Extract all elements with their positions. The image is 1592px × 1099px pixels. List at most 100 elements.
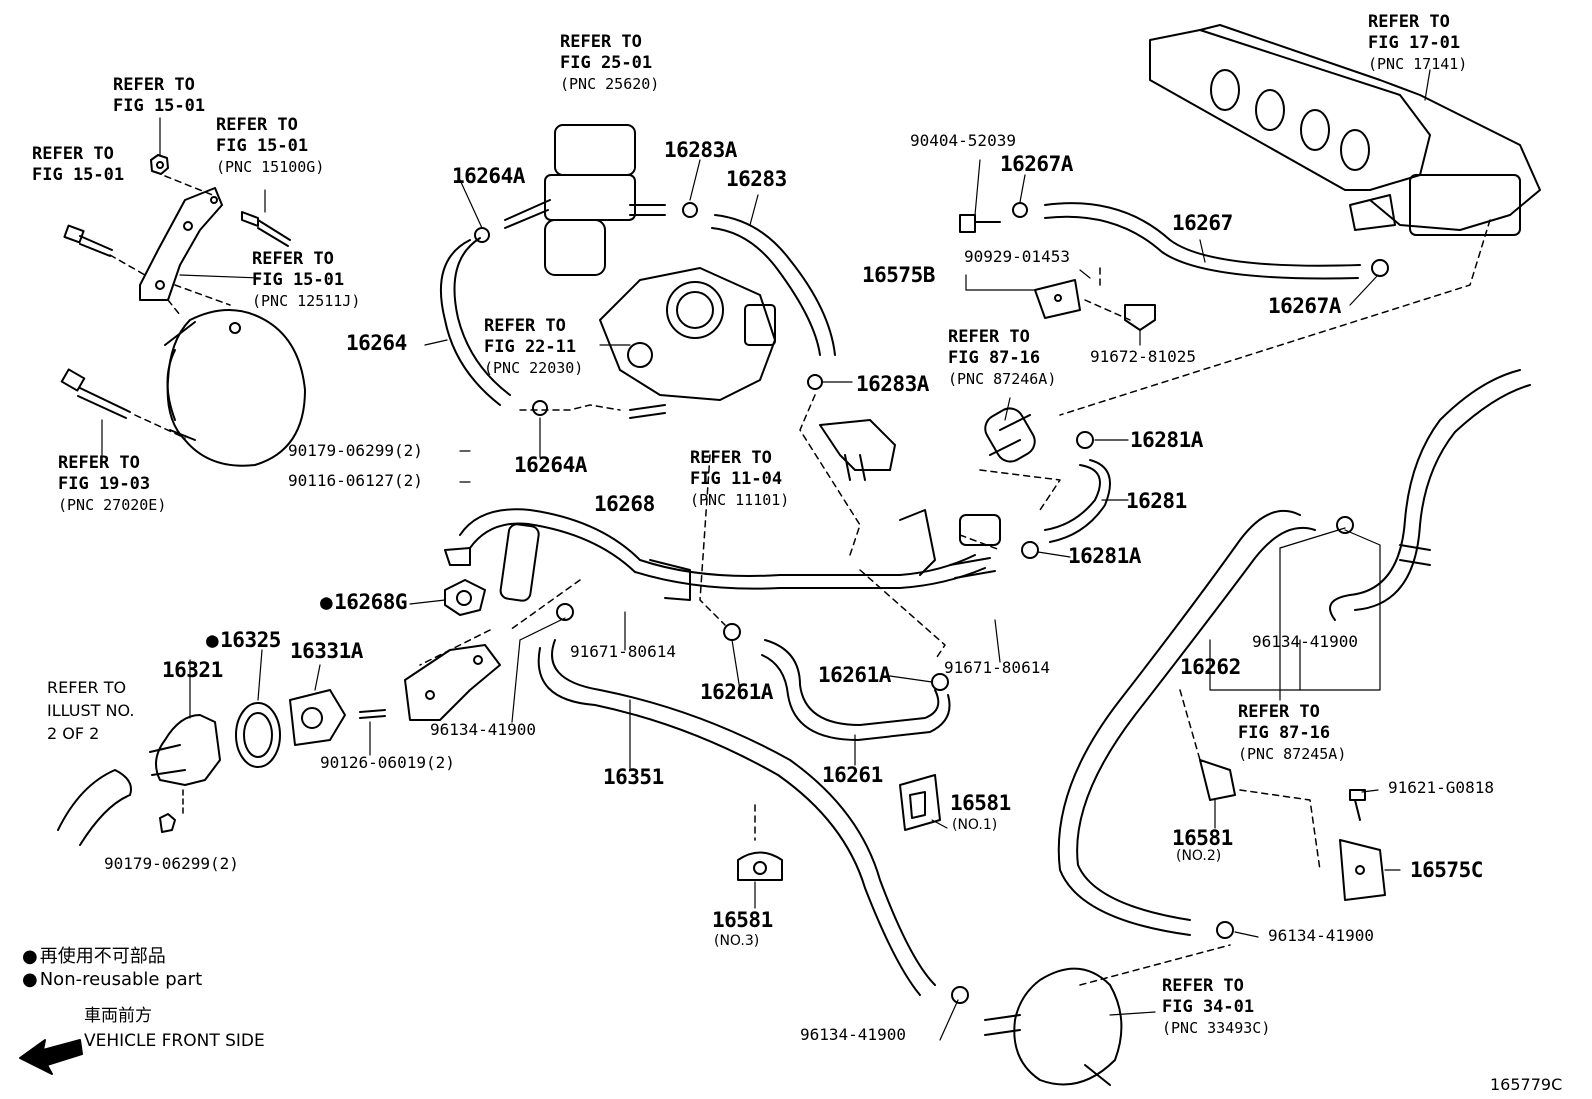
clip-16581-no2: [1199, 759, 1236, 801]
leader-dashed-isc: [519, 404, 621, 411]
ref-fig-19-03: REFER TO FIG 19-03 (PNC 27020E): [58, 453, 166, 516]
part-16261A: 16261A: [700, 680, 773, 704]
isc-valve: [504, 124, 666, 276]
bracket-16575B: [1034, 279, 1081, 319]
part-96134-41900: 96134-41900: [430, 720, 536, 739]
part-90179-06299: 90179-06299(2): [288, 441, 423, 460]
ref-line: REFER TO: [47, 678, 127, 697]
part-16581-no3: 16581: [712, 908, 773, 932]
leader-dashed-housing: [419, 579, 581, 666]
part-16283: 16283: [726, 167, 787, 191]
part-16264A: 16264A: [514, 453, 587, 477]
hose-16351: [551, 639, 936, 986]
ref-pnc: (PNC 87246A): [948, 370, 1057, 388]
part-96134-41900: 96134-41900: [800, 1025, 906, 1044]
ref-pnc: (PNC 17141): [1368, 55, 1468, 73]
legend-non-reusable-en: Non-reusable part: [22, 971, 202, 989]
part-16268: 16268: [594, 492, 655, 516]
hose-16281: [1044, 464, 1101, 531]
ref-line: REFER TO: [32, 144, 114, 164]
hose-far-right: [1329, 369, 1521, 621]
ref-fig-25-01: REFER TO FIG 25-01 (PNC 25620): [560, 32, 659, 95]
ref-line: FIG 87-16: [1238, 723, 1331, 743]
stud-bolt: [241, 211, 291, 247]
part-16581-no1-sub: (NO.1): [952, 817, 998, 833]
ref-pnc: (PNC 27020E): [58, 496, 167, 514]
part-16283A: 16283A: [664, 138, 737, 162]
water-inlet-16321: [149, 714, 221, 786]
part-96134-41900: 96134-41900: [1252, 632, 1358, 651]
ref-line: FIG 15-01: [252, 270, 345, 290]
part-16261: 16261: [822, 763, 883, 787]
part-90116-06127: 90116-06127(2): [288, 471, 423, 490]
part-16264A: 16264A: [452, 164, 525, 188]
hose-16261-inner: [761, 654, 951, 741]
part-16581-no2: 16581: [1172, 826, 1233, 850]
diagram-id: 165779C: [1490, 1075, 1563, 1094]
ref-line: FIG 11-04: [690, 469, 783, 489]
hose-16267: [1044, 202, 1361, 267]
part-16581-no2-sub: (NO.2): [1176, 848, 1222, 864]
oil-cooler: [984, 967, 1123, 1086]
hose-16283: [714, 214, 836, 356]
hose-far-right-inner: [1354, 384, 1531, 611]
hose-joint: [1399, 544, 1431, 566]
part-16325: 16325: [206, 630, 281, 651]
gasket-16325: [235, 702, 281, 768]
part-16281A: 16281A: [1068, 544, 1141, 568]
ref-illust-2of2: REFER TO ILLUST NO. 2 OF 2: [47, 676, 134, 745]
leader-dashed-manifold: [1059, 219, 1491, 416]
part-90126-06019: 90126-06019(2): [320, 753, 455, 772]
leader-dashed-cooler: [1079, 944, 1231, 986]
legend-non-reusable-jp: 再使用不可部品: [22, 948, 166, 966]
bolt-left: [63, 224, 113, 257]
part-90179-06299: 90179-06299(2): [104, 854, 239, 873]
pipe-stub-87246A: [989, 414, 1031, 456]
hose-16267-inner: [1044, 215, 1359, 280]
bolt-91621: [1349, 789, 1366, 821]
part-16267A: 16267A: [1000, 152, 1073, 176]
hose-16261: [764, 639, 940, 726]
ref-line: FIG 34-01: [1162, 997, 1255, 1017]
ref-line: FIG 17-01: [1368, 33, 1461, 53]
ref-fig-22-11: REFER TO FIG 22-11 (PNC 22030): [484, 316, 583, 379]
ref-line: FIG 22-11: [484, 337, 577, 357]
ref-fig-15-01-a: REFER TO FIG 15-01: [32, 144, 124, 186]
stud-90126: [359, 709, 386, 719]
leader-dashed-left: [109, 175, 231, 439]
pipe-16268: [444, 508, 1001, 602]
ref-line: FIG 19-03: [58, 474, 151, 494]
alternator-body: [164, 309, 306, 467]
ref-fig-87-16-a: REFER TO FIG 87-16 (PNC 87246A): [948, 327, 1056, 390]
part-16321: 16321: [162, 658, 223, 682]
ref-line: REFER TO: [58, 453, 140, 473]
ref-pnc: (PNC 33493C): [1162, 1019, 1271, 1037]
ref-pnc: (PNC 25620): [560, 75, 660, 93]
front-arrow: [19, 1039, 83, 1075]
ref-line: REFER TO: [484, 316, 566, 336]
ref-line: ILLUST NO.: [47, 701, 135, 720]
part-16281: 16281: [1126, 489, 1187, 513]
nut-top: [150, 154, 169, 175]
part-91621-G0818: 91621-G0818: [1388, 778, 1494, 797]
throttle-body: [599, 267, 776, 419]
gasket-16268G: [444, 579, 486, 616]
ref-pnc: (PNC 22030): [484, 359, 584, 377]
ref-pnc: (PNC 87245A): [1238, 745, 1347, 763]
legend-front-jp: 車両前方: [84, 1006, 152, 1026]
bolt-91672: [1124, 304, 1156, 331]
ref-fig-15-01-d: REFER TO FIG 15-01 (PNC 12511J): [252, 249, 360, 312]
ref-fig-11-04: REFER TO FIG 11-04 (PNC 11101): [690, 448, 789, 511]
part-91671-80614: 91671-80614: [570, 642, 676, 661]
ref-line: REFER TO: [1368, 12, 1450, 32]
part-96134-41900: 96134-41900: [1268, 926, 1374, 945]
hose-16264-inner: [453, 237, 511, 396]
nut-90179: [159, 813, 176, 833]
ref-line: FIG 15-01: [113, 96, 206, 116]
water-outlet: [819, 419, 896, 481]
alternator-bracket: [139, 187, 223, 301]
leader-dashed-16281: [959, 469, 1061, 551]
hose-illust-2: [57, 769, 132, 846]
